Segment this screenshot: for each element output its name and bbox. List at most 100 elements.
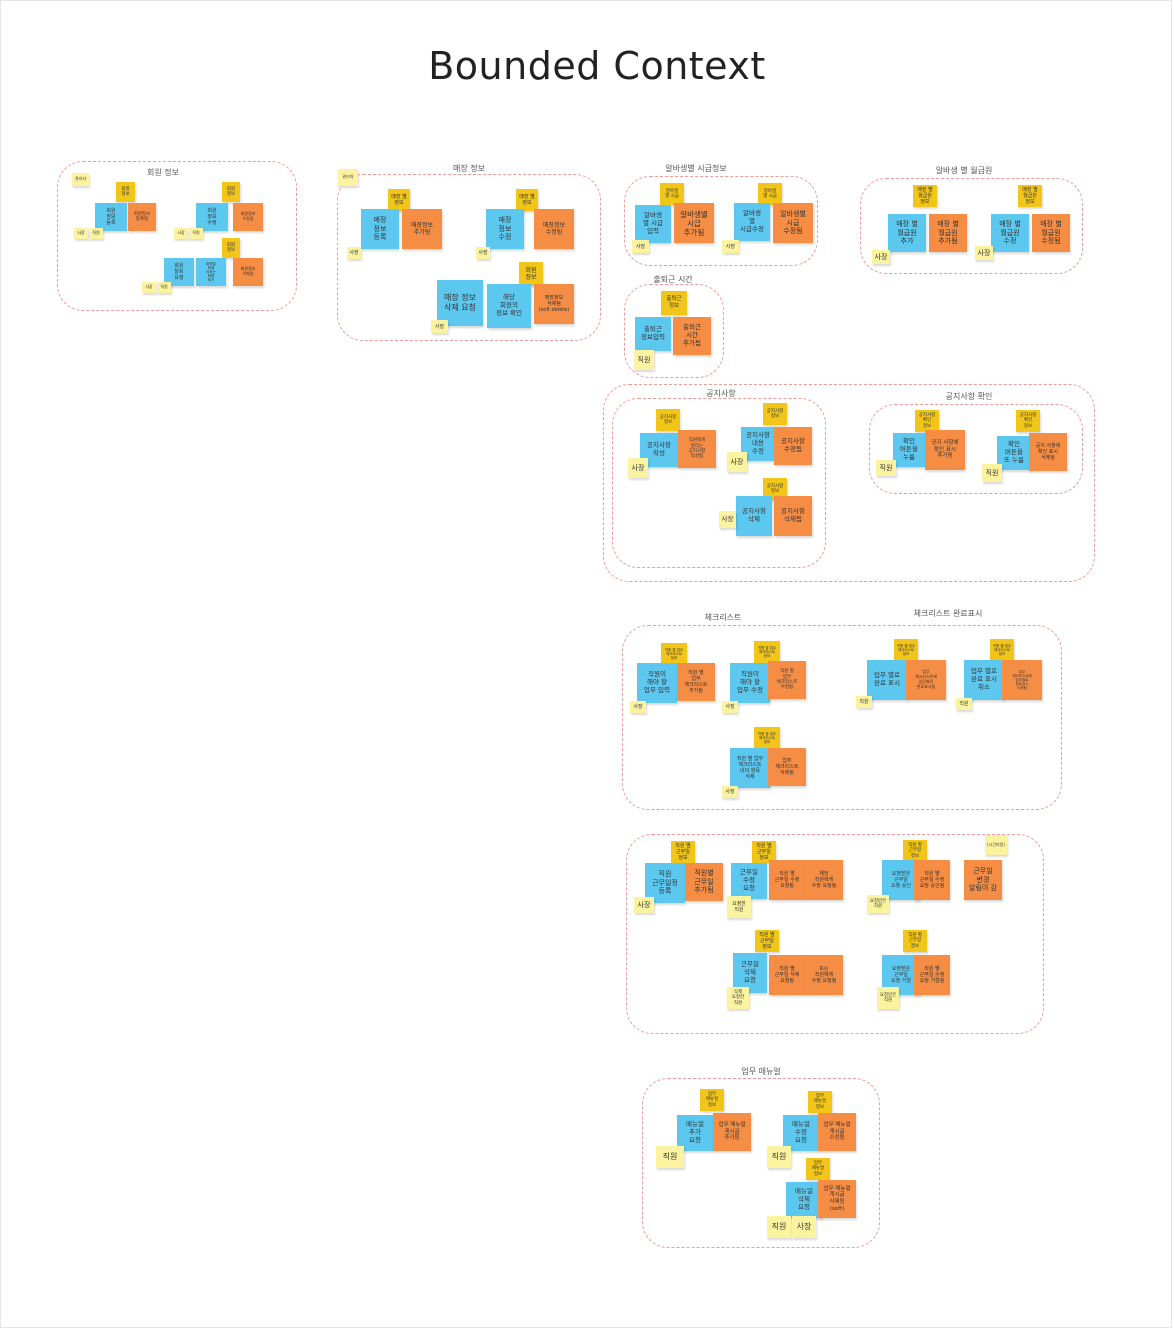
actor-sticky[interactable]: 요청받은 직원 xyxy=(867,895,889,913)
event-sticky[interactable]: 또는 직원에게 수정 요청됨 xyxy=(805,955,843,995)
event-sticky[interactable]: 직원 별 근무일 수정 요청 승인됨 xyxy=(914,860,950,900)
actor-sticky[interactable]: 사장 xyxy=(74,228,88,239)
command-sticky[interactable]: 출퇴근 정보입력 xyxy=(635,317,671,351)
aggregate-sticky[interactable]: 직원 별 업무 체크리스트 정보 xyxy=(754,727,780,749)
aggregate-sticky[interactable]: 매장 별 정보 xyxy=(516,189,538,211)
command-sticky[interactable]: 매장 별 월급원 추가 xyxy=(888,214,926,252)
aggregate-sticky[interactable]: 직원 별 근무일 정보 xyxy=(903,930,927,952)
command-sticky[interactable]: 매장 정보 삭제 요청 xyxy=(437,280,483,326)
actor-sticky[interactable]: 사장 xyxy=(431,320,448,333)
actor-sticky[interactable]: 직원 xyxy=(634,350,654,370)
aggregate-sticky[interactable]: 공지사항 정보 xyxy=(656,409,680,431)
command-sticky[interactable]: 알바생 별 시급수정 xyxy=(734,203,770,241)
command-sticky[interactable]: 요청받은 근무일 요청 승인 xyxy=(882,860,920,900)
aggregate-sticky[interactable]: 공지사항 확인 정보 xyxy=(915,410,939,432)
actor-sticky[interactable]: 사장 xyxy=(722,240,739,253)
event-sticky[interactable]: 공지 사항에 확인 표시 삭제됨 xyxy=(1029,433,1067,471)
actor-sticky[interactable]: (시간미정) xyxy=(985,835,1007,855)
event-sticky[interactable]: 매장 별 월급원 추가됨 xyxy=(929,214,967,252)
event-sticky[interactable]: 업무 매뉴얼 게시글 추가됨 xyxy=(713,1113,751,1151)
command-sticky[interactable]: 매뉴얼 삭제 요청 xyxy=(786,1182,822,1218)
aggregate-sticky[interactable]: 직원 별 근무일 정보 xyxy=(752,841,776,863)
actor-sticky[interactable]: 사장 xyxy=(630,701,646,713)
event-sticky[interactable]: 직원 별 근무일 수정 요청됨 xyxy=(769,860,805,900)
aggregate-sticky[interactable]: 업무 매뉴얼 정보 xyxy=(806,1158,830,1180)
event-sticky[interactable]: 업무 매뉴얼 게시글 삭제됨 (soft) xyxy=(818,1180,856,1218)
actor-sticky[interactable]: 직원 xyxy=(189,228,203,239)
event-sticky[interactable]: 직원 별 근무일 수정 요청 거절됨 xyxy=(914,955,950,995)
command-sticky[interactable]: 알바생 별 시급 입력 xyxy=(635,205,671,243)
actor-sticky[interactable]: 직원 xyxy=(89,228,103,239)
aggregate-sticky[interactable]: 직원 별 근무일 정보 xyxy=(903,840,927,862)
actor-sticky[interactable]: 관리자 xyxy=(338,169,358,186)
command-sticky[interactable]: 확인 버튼을 누름 xyxy=(893,433,925,467)
event-sticky[interactable]: 근무일 변경 알림이 감 xyxy=(964,860,1002,900)
event-sticky[interactable]: 직원 별 업무 체크리스트 추가됨 xyxy=(677,663,715,701)
actor-sticky[interactable]: 요청받은 직원 xyxy=(877,987,899,1009)
event-sticky[interactable]: 업무 매뉴얼 게시글 수정됨 xyxy=(818,1113,856,1151)
event-sticky[interactable]: 직원 별 근무일 삭제 요청됨 xyxy=(769,955,805,995)
command-sticky[interactable]: 매장 정보 등록 xyxy=(361,209,399,249)
actor-sticky[interactable]: 사장 xyxy=(722,701,738,713)
event-sticky[interactable]: 직원에게 알리는 공지사항 작성됨 xyxy=(678,430,716,468)
event-sticky[interactable]: 직원 별 업무 체크리스트 수정됨 xyxy=(768,661,806,699)
command-sticky[interactable]: 매뉴얼 추가 요청 xyxy=(677,1115,713,1151)
actor-sticky[interactable]: 삭제 요청한 직원 xyxy=(727,987,749,1009)
command-sticky[interactable]: 공지사항 내용 수정 xyxy=(741,427,775,461)
actor-sticky[interactable]: 직원 xyxy=(767,1216,791,1238)
event-sticky[interactable]: 회원정보 등록됨 xyxy=(128,203,156,231)
actor-sticky[interactable]: 직원 xyxy=(982,464,1002,482)
actor-sticky[interactable]: 사장 xyxy=(476,247,490,259)
actor-sticky[interactable]: 사장 xyxy=(347,247,361,259)
aggregate-sticky[interactable]: 회원 정보 xyxy=(519,262,543,286)
actor-sticky[interactable]: 사장 xyxy=(174,228,188,239)
command-sticky[interactable]: 확인 버튼을 또 누름 xyxy=(997,436,1031,470)
event-sticky[interactable]: 직원별 근무일 추가됨 xyxy=(685,863,723,901)
event-sticky[interactable]: 매장정보 삭제됨 (soft delete) xyxy=(534,284,574,324)
event-sticky[interactable]: 알바생별 시급 수정됨 xyxy=(773,203,813,243)
command-sticky[interactable]: 회원 정보 등록 xyxy=(95,203,127,231)
event-sticky[interactable]: 업무 체크리스트에 업무별로 완료표시 삭제됨 xyxy=(1002,660,1042,700)
aggregate-sticky[interactable]: 회원 정보 xyxy=(222,182,240,202)
command-sticky[interactable]: 회원 탈퇴 요청 xyxy=(164,258,194,286)
aggregate-sticky[interactable]: 공지사항 확인 정보 xyxy=(1016,410,1040,432)
actor-sticky[interactable]: 직원 xyxy=(856,696,872,708)
command-sticky[interactable]: 근무일 삭제 요청 xyxy=(733,953,767,993)
command-sticky[interactable]: 업무 별로 완료 표시 xyxy=(867,660,907,700)
actor-sticky[interactable]: 직원 xyxy=(876,460,896,476)
command-sticky[interactable]: 근무일 수정 요청 xyxy=(731,863,767,899)
aggregate-sticky[interactable]: 매장 별 월급원 정보 xyxy=(1018,185,1042,207)
actor-sticky[interactable]: 관리자 xyxy=(72,173,89,186)
actor-sticky[interactable]: 직원 xyxy=(767,1146,791,1168)
event-sticky[interactable]: 공지사항 삭제됨 xyxy=(774,496,812,536)
actor-sticky[interactable]: 직원 xyxy=(656,1146,684,1168)
event-sticky[interactable]: 회원정보 수정됨 xyxy=(233,203,263,231)
aggregate-sticky[interactable]: 공지사항 정보 xyxy=(763,478,787,500)
actor-sticky[interactable]: 사장 xyxy=(727,452,747,472)
aggregate-sticky[interactable]: 알바생 별 시급 xyxy=(660,183,684,205)
command-sticky[interactable]: 공지사항 작성 xyxy=(640,433,678,467)
event-sticky[interactable]: 해당 직원에게 수정 요청됨 xyxy=(805,860,843,900)
aggregate-sticky[interactable]: 매장 별 월급원 정보 xyxy=(913,185,937,207)
command-sticky[interactable]: 매뉴얼 수정 요청 xyxy=(783,1115,819,1151)
event-sticky[interactable]: 알바생별 시급 추가됨 xyxy=(674,203,714,243)
command-sticky[interactable]: 매장 정보 수정 xyxy=(486,209,524,249)
event-sticky[interactable]: 업무 체크리스트에 업무별로 완료표시됨 xyxy=(906,660,946,700)
event-sticky[interactable]: 공지사항 수정됨 xyxy=(774,427,812,465)
actor-sticky[interactable]: 요청한 직원 xyxy=(727,896,751,918)
aggregate-sticky[interactable]: 회원 정보 xyxy=(222,238,240,258)
aggregate-sticky[interactable]: 직원 별 업무 체크리스트 정보 xyxy=(661,643,687,665)
actor-sticky[interactable]: 사장 xyxy=(634,897,654,913)
aggregate-sticky[interactable]: 직원 별 업무 체크리스트 정보 xyxy=(894,639,918,661)
command-sticky[interactable]: 회원 정보 수정 xyxy=(196,203,228,231)
actor-sticky[interactable]: 사장 xyxy=(792,1216,816,1238)
event-sticky[interactable]: 업무 체크리스트 삭제됨 xyxy=(768,748,806,786)
actor-sticky[interactable]: 사장 xyxy=(975,246,993,260)
command-sticky[interactable]: 매장 별 월급원 수정 xyxy=(991,214,1029,252)
aggregate-sticky[interactable]: 업무 매뉴얼 정보 xyxy=(700,1089,724,1111)
event-sticky[interactable]: 공지 사항에 확인 표시 추가됨 xyxy=(925,430,965,470)
event-sticky[interactable]: 출퇴근 시간 추가됨 xyxy=(673,317,711,355)
actor-sticky[interactable]: 사장 xyxy=(719,511,736,528)
actor-sticky[interactable]: 사장 xyxy=(722,786,738,798)
event-sticky[interactable]: 매장정보 수정됨 xyxy=(534,209,574,249)
